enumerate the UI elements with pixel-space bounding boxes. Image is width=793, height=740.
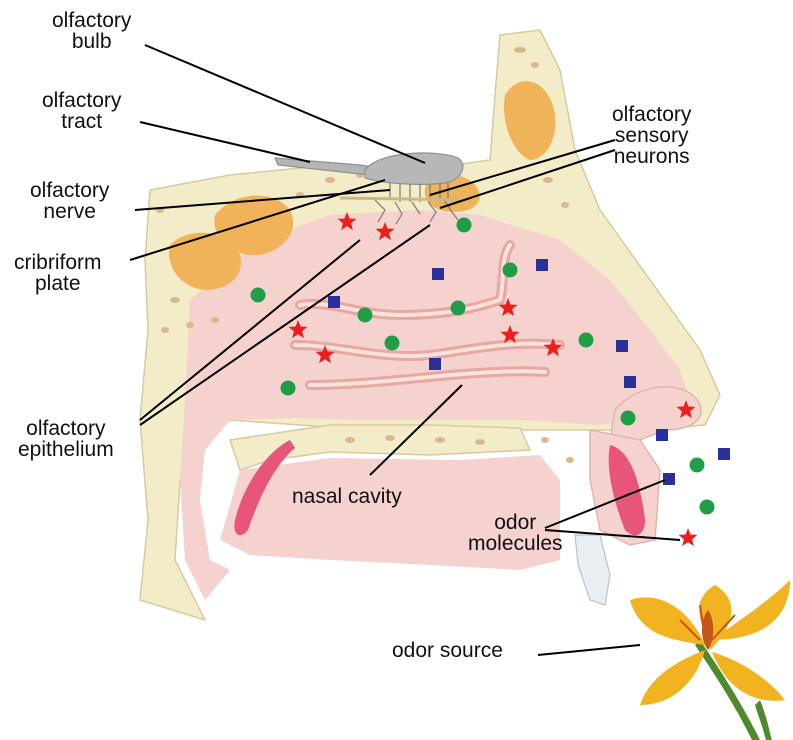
square-molecule — [616, 340, 628, 352]
odor-source-flower — [630, 580, 790, 740]
label-olfactory-tract: olfactory tract — [42, 90, 121, 132]
label-line: neurons — [612, 146, 691, 167]
square-molecule — [328, 296, 340, 308]
circle-molecule — [451, 301, 466, 316]
square-molecule — [663, 473, 675, 485]
label-line: olfactory — [18, 418, 114, 439]
label-line: odor — [468, 512, 563, 533]
label-olfactory-sensory-neurons: olfactory sensory neurons — [612, 104, 691, 167]
square-molecule — [429, 358, 441, 370]
square-molecule — [624, 376, 636, 388]
circle-molecule — [385, 336, 400, 351]
label-olfactory-bulb: olfactory bulb — [52, 10, 131, 52]
label-line: olfactory — [30, 180, 109, 201]
label-line: tract — [42, 111, 121, 132]
circle-molecule — [579, 333, 594, 348]
label-olfactory-epithelium: olfactory epithelium — [18, 418, 114, 460]
cribriform-plate — [340, 198, 470, 200]
label-line: epithelium — [18, 439, 114, 460]
square-molecule — [432, 268, 444, 280]
star-molecule — [679, 528, 698, 546]
circle-molecule — [621, 411, 636, 426]
label-line: sensory — [612, 125, 691, 146]
circle-molecule — [700, 500, 715, 515]
circle-molecule — [457, 218, 472, 233]
circle-molecule — [690, 458, 705, 473]
label-line: olfactory — [612, 104, 691, 125]
label-line: nerve — [30, 201, 109, 222]
square-molecule — [656, 429, 668, 441]
square-molecule — [536, 259, 548, 271]
label-line: bulb — [52, 31, 131, 52]
label-nasal-cavity: nasal cavity — [292, 486, 402, 507]
front-tooth — [575, 535, 610, 605]
label-cribriform-plate: cribriform plate — [14, 252, 102, 294]
square-molecule — [718, 448, 730, 460]
label-odor-source: odor source — [392, 640, 503, 661]
circle-molecule — [503, 263, 518, 278]
label-line: olfactory — [52, 10, 131, 31]
label-odor-molecules: odor molecules — [468, 512, 563, 554]
label-line: plate — [14, 273, 102, 294]
label-line: olfactory — [42, 90, 121, 111]
circle-molecule — [251, 288, 266, 303]
circle-molecule — [358, 308, 373, 323]
label-olfactory-nerve: olfactory nerve — [30, 180, 109, 222]
label-line: cribriform — [14, 252, 102, 273]
circle-molecule — [281, 381, 296, 396]
label-line: molecules — [468, 533, 563, 554]
